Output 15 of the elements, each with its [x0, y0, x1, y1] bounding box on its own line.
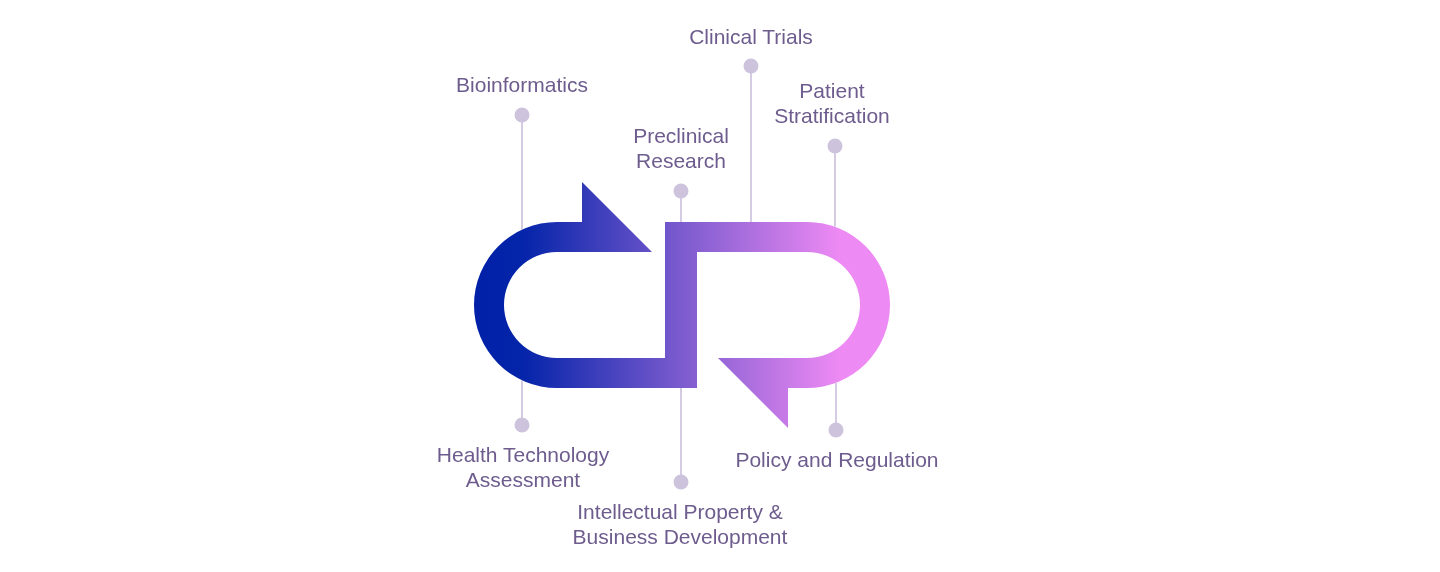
callout-label: Clinical Trials [689, 24, 813, 49]
callout-label: Intellectual Property & Business Development [571, 499, 789, 549]
leader-line [673, 387, 689, 490]
leader-line [743, 58, 759, 223]
looping-arrow [472, 182, 890, 429]
leader-line [827, 138, 843, 228]
callout-label: Policy and Regulation [735, 447, 939, 472]
callout-label: Preclinical Research [632, 123, 730, 173]
leader-line [514, 379, 530, 433]
callout-label: Patient Stratification [773, 78, 891, 128]
leader-line [673, 183, 689, 223]
leader-line [828, 381, 844, 438]
callout-label: Bioinformatics [456, 72, 588, 97]
leader-line [514, 107, 530, 231]
callout-label: Health Technology Assessment [435, 442, 611, 492]
